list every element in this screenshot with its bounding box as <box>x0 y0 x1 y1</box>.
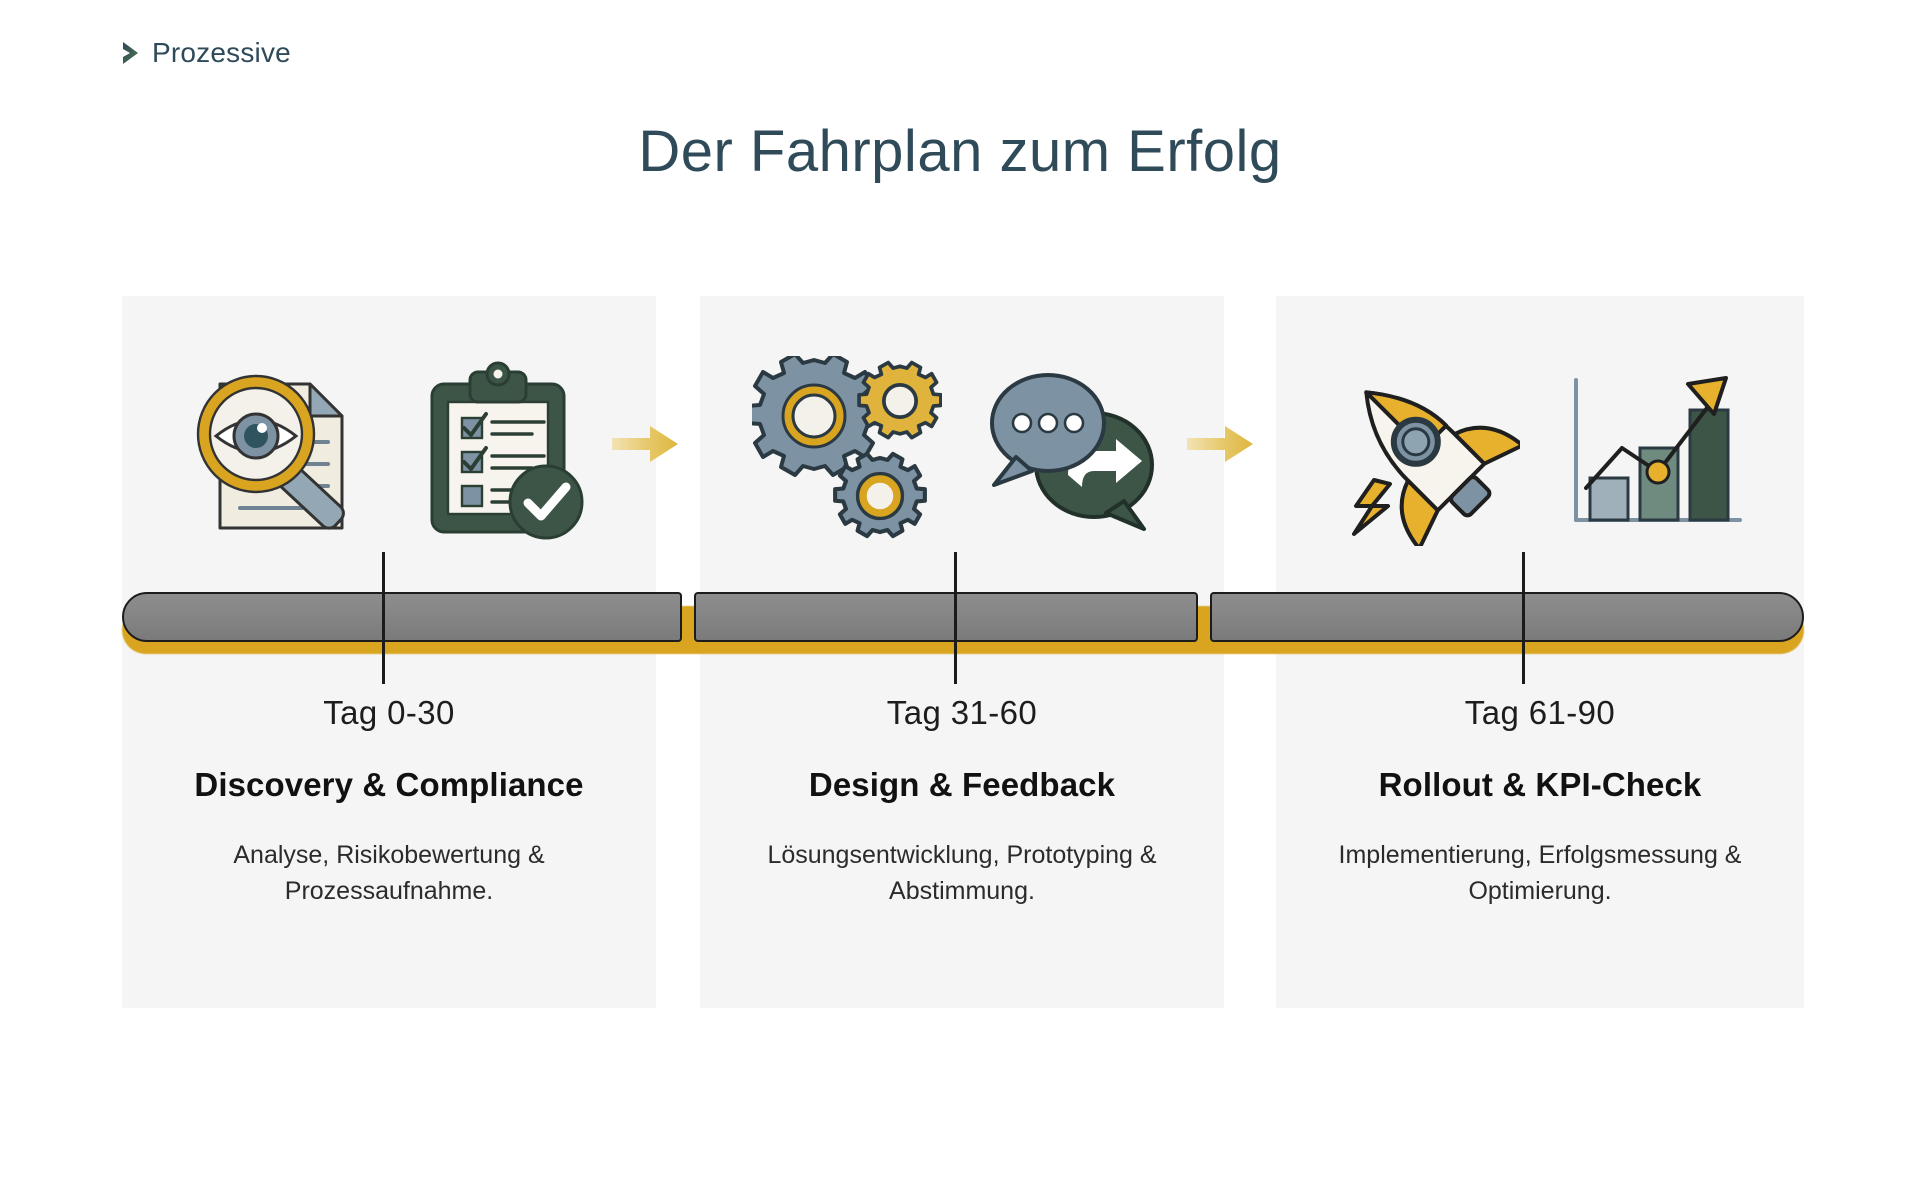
phase-2-heading: Design & Feedback <box>808 766 1116 803</box>
gears-icon <box>752 356 942 546</box>
timeline-segment-phase-3[interactable] <box>1210 592 1804 642</box>
brand-logo[interactable]: Prozessive <box>120 38 291 68</box>
page-title: Der Fahrplan zum Erfolg <box>638 119 1282 184</box>
phase-3-tag: Tag 61-90 <box>1464 694 1616 731</box>
phase-2-description: Lösungsentwicklung, Prototyping & Abstim… <box>767 841 1157 905</box>
brand-name: Prozessive <box>152 37 291 68</box>
phase-2-text: Tag 31-60 Design & Feedback Lösungsentwi… <box>700 694 1224 909</box>
phase-3-heading: Rollout & KPI-Check <box>1378 766 1702 803</box>
arrow-right-icon-2 <box>1185 420 1255 468</box>
phase-1-description: Analyse, Risikobewertung & Prozessaufnah… <box>233 841 545 905</box>
bar-chart-growth-icon <box>1560 362 1750 540</box>
phase-2-tag: Tag 31-60 <box>886 694 1038 731</box>
phase-1-text: Tag 0-30 Discovery & Compliance Analyse,… <box>122 694 656 909</box>
timeline-segment-phase-1[interactable] <box>122 592 682 642</box>
rocket-icon <box>1330 356 1520 546</box>
timeline-tick-3 <box>1522 552 1525 684</box>
phase-3-description: Implementierung, Erfolgsmessung & Optimi… <box>1338 841 1742 905</box>
phase-1-tag: Tag 0-30 <box>323 694 455 731</box>
arrow-right-icon-1 <box>610 420 680 468</box>
timeline-tick-2 <box>954 552 957 684</box>
speech-bubbles-reply-icon <box>982 361 1172 541</box>
chevron-right-icon <box>120 38 146 68</box>
phase-3-text: Tag 61-90 Rollout & KPI-Check Implementi… <box>1276 694 1804 909</box>
phase-1-icons <box>122 336 656 566</box>
timeline-bar <box>122 552 1804 684</box>
phase-1-heading: Discovery & Compliance <box>194 766 584 803</box>
timeline-tick-1 <box>382 552 385 684</box>
magnifier-eye-document-icon <box>182 356 378 546</box>
clipboard-check-icon <box>418 356 596 546</box>
phase-3-icons <box>1276 336 1804 566</box>
timeline-segment-phase-2[interactable] <box>694 592 1198 642</box>
phase-2-icons <box>700 336 1224 566</box>
